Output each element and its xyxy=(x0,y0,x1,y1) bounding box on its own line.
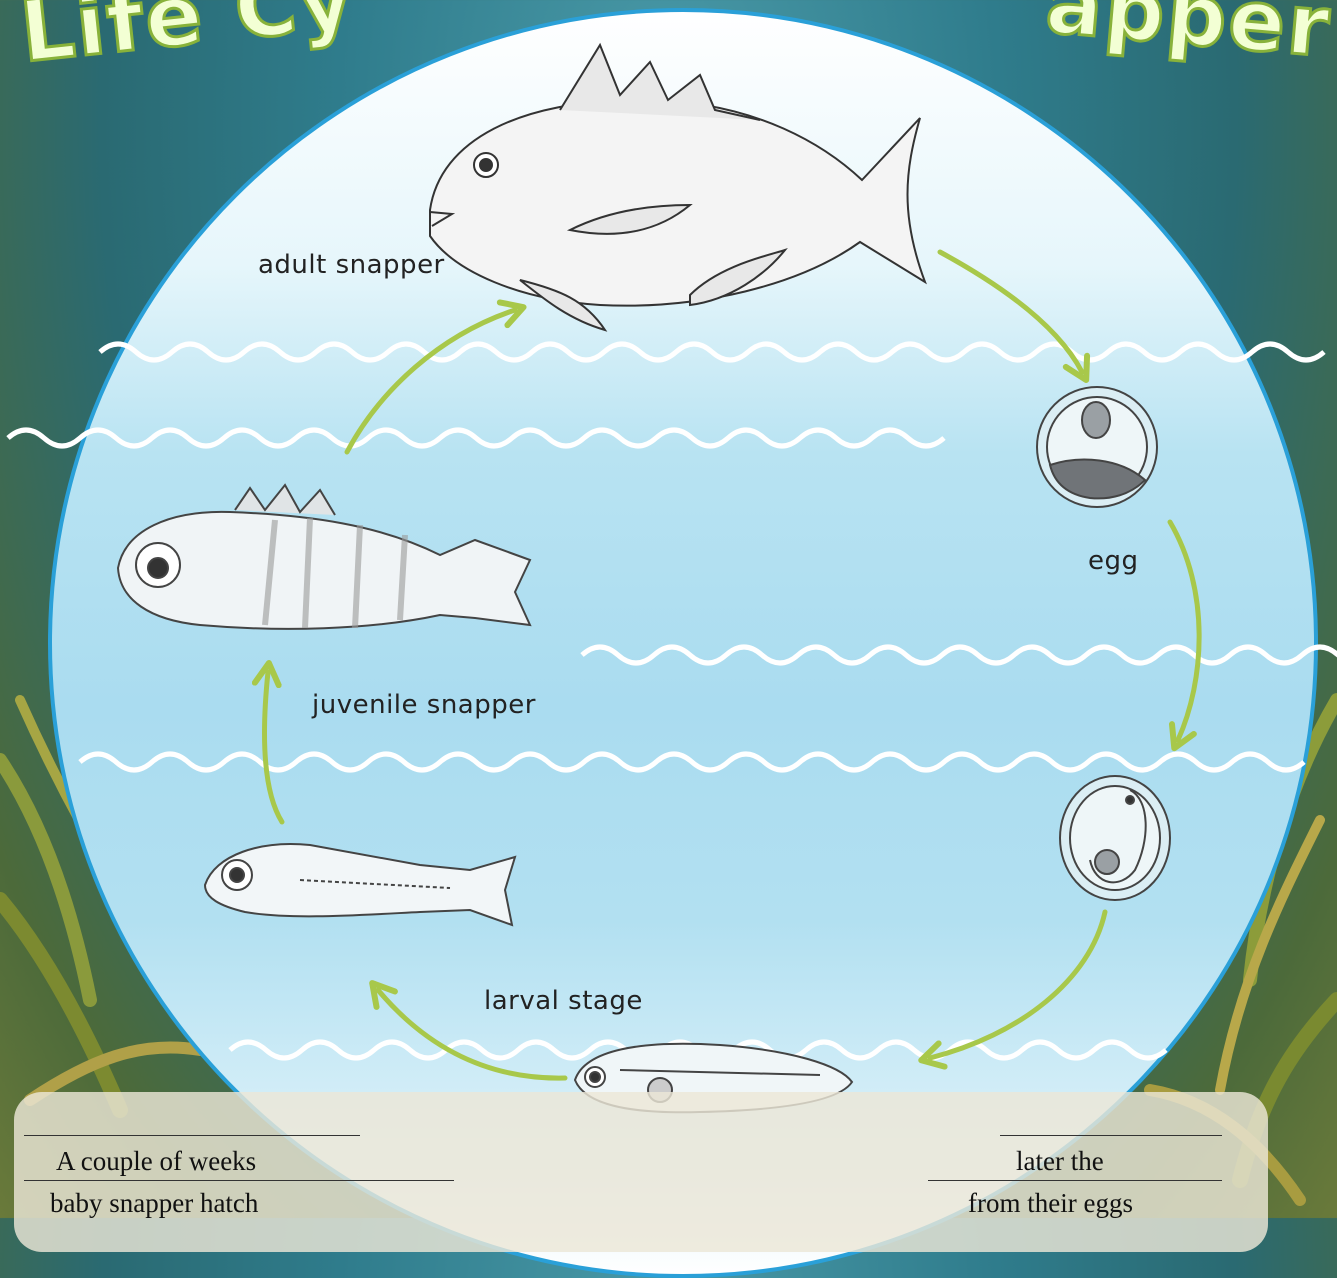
label-egg: egg xyxy=(1088,546,1139,576)
arrow-juvenile-to-adult xyxy=(347,310,515,452)
wave-1 xyxy=(100,344,1324,360)
arrow-larva-to-juvenile xyxy=(265,672,282,822)
caption-left-line2: baby snapper hatch xyxy=(50,1188,258,1219)
label-larval-stage: larval stage xyxy=(484,986,643,1016)
label-adult-snapper: adult snapper xyxy=(258,250,445,280)
arrow-embryo-to-hatchling xyxy=(930,912,1105,1058)
caption-rule xyxy=(24,1135,360,1136)
wave-2 xyxy=(8,430,944,446)
caption-rule xyxy=(1000,1135,1222,1136)
wave-3 xyxy=(582,647,1337,663)
caption-right-line2: from their eggs xyxy=(968,1188,1133,1219)
egg-illustration xyxy=(1037,387,1157,507)
caption-left-line1: A couple of weeks xyxy=(56,1146,256,1177)
embryo-egg-illustration xyxy=(1060,776,1170,900)
diagram-overlay xyxy=(0,0,1337,1218)
caption-rule xyxy=(928,1180,1222,1181)
adult-snapper-illustration xyxy=(430,45,925,330)
caption-right-line1: later the xyxy=(1016,1146,1104,1177)
caption-rule xyxy=(24,1180,454,1181)
juvenile-snapper-illustration xyxy=(118,485,530,629)
arrow-egg-to-embryo xyxy=(1170,522,1199,740)
label-juvenile-snapper: juvenile snapper xyxy=(312,690,536,720)
larva-illustration xyxy=(205,844,515,925)
